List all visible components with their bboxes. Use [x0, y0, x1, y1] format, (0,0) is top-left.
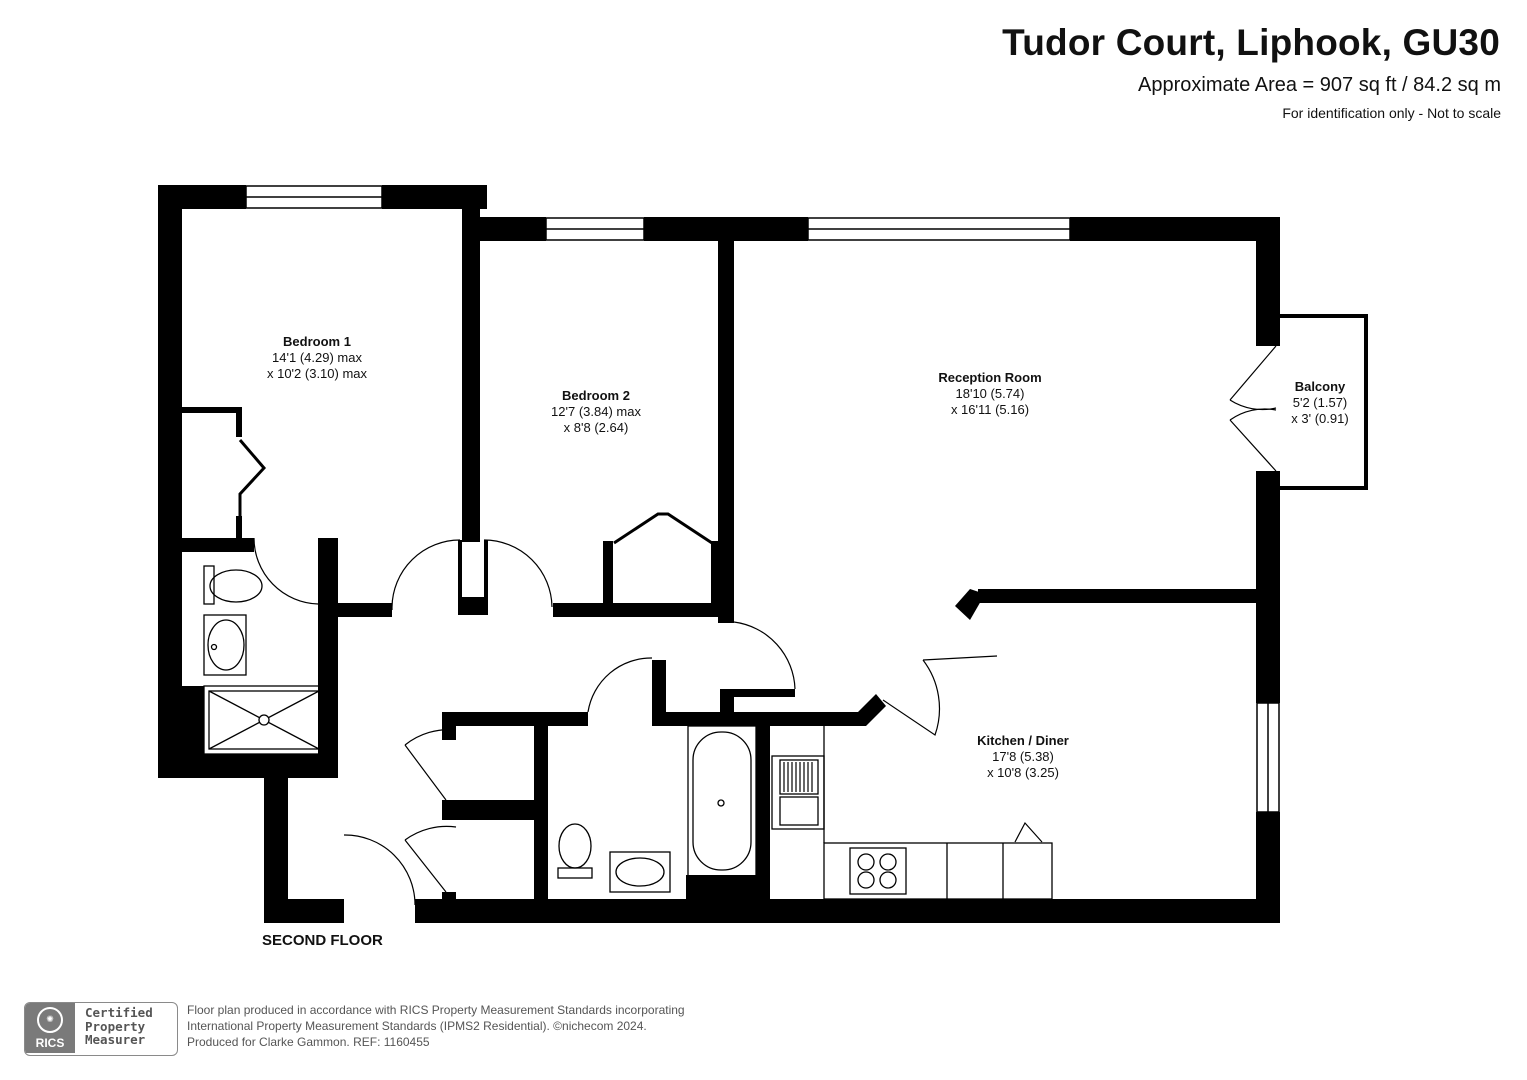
wall — [442, 712, 588, 726]
wall — [718, 217, 734, 623]
footer-line2: International Property Measurement Stand… — [187, 1019, 647, 1033]
wall — [158, 185, 246, 209]
doors — [253, 345, 1277, 906]
wall — [1256, 217, 1280, 346]
fixtures — [203, 565, 1053, 900]
wall — [462, 217, 546, 241]
wall — [415, 899, 1280, 923]
walls — [158, 185, 1280, 923]
kitchen-dim2: x 10'8 (3.25) — [987, 765, 1059, 780]
bedroom1-dim2: x 10'2 (3.10) max — [267, 366, 368, 381]
wall — [603, 541, 613, 607]
basin-icon — [609, 851, 671, 893]
badge-line1: Certified — [85, 1005, 153, 1020]
toilet-icon — [558, 823, 592, 869]
bedroom2-name: Bedroom 2 — [562, 388, 630, 403]
wall — [462, 185, 480, 542]
footer-line1: Floor plan produced in accordance with R… — [187, 1003, 685, 1017]
footer-line3: Produced for Clarke Gammon. REF: 1160455 — [187, 1035, 430, 1049]
scale-note: For identification only - Not to scale — [1282, 105, 1501, 121]
drainer-lines — [783, 762, 813, 792]
reception-dim1: 18'10 (5.74) — [956, 386, 1025, 401]
wall — [318, 538, 338, 778]
wall — [442, 892, 456, 923]
balcony-dim2: x 3' (0.91) — [1291, 411, 1348, 426]
wall — [158, 754, 338, 778]
rics-logo-text: RICS — [35, 1035, 65, 1050]
badge-line2: Property — [85, 1018, 146, 1034]
wall — [182, 407, 242, 413]
wall — [442, 712, 456, 740]
badge-line3: Measurer — [85, 1032, 146, 1047]
basin-icon — [203, 614, 247, 676]
footer-text: Floor plan produced in accordance with R… — [187, 1002, 685, 1050]
wall — [264, 770, 288, 923]
wall — [652, 712, 860, 726]
bedroom2-dim1: 12'7 (3.84) max — [551, 404, 641, 419]
wall — [858, 694, 886, 726]
hob-icon — [849, 847, 907, 895]
rics-emblem-icon: ✺ — [37, 1006, 63, 1033]
reception-name: Reception Room — [938, 370, 1041, 385]
bedroom1-dim1: 14'1 (4.29) max — [272, 350, 362, 365]
room-labels: Bedroom 1 14'1 (4.29) max x 10'2 (3.10) … — [267, 334, 1349, 780]
bedroom2-dim2: x 8'8 (2.64) — [564, 420, 629, 435]
wall — [182, 538, 254, 552]
rics-certified-badge: ✺ RICS Certified Property Measurer — [24, 1002, 178, 1056]
balcony-dim1: 5'2 (1.57) — [1293, 395, 1348, 410]
door-stubs — [458, 540, 488, 615]
wall — [756, 726, 770, 923]
wall — [720, 689, 795, 697]
wall — [338, 603, 392, 617]
bath-icon — [687, 725, 757, 877]
wall — [236, 516, 242, 538]
wall — [1070, 217, 1280, 241]
bedroom1-name: Bedroom 1 — [283, 334, 351, 349]
balcony-name: Balcony — [1295, 379, 1346, 394]
wall — [158, 185, 182, 778]
balcony — [1280, 314, 1368, 490]
windows — [245, 185, 1280, 813]
wall — [182, 686, 204, 756]
wall — [955, 589, 985, 620]
wall — [462, 597, 484, 615]
kitchen-dim1: 17'8 (5.38) — [992, 749, 1054, 764]
wall — [978, 589, 1280, 603]
toilet-icon — [203, 565, 215, 605]
wardrobe-doors — [238, 439, 713, 545]
wall — [711, 541, 721, 607]
wall — [720, 689, 734, 726]
wall — [442, 800, 548, 820]
wall — [652, 660, 666, 726]
rics-logo: ✺ RICS — [25, 1003, 75, 1053]
wall — [553, 603, 734, 617]
counter — [823, 842, 1053, 900]
badge-text: Certified Property Measurer — [75, 1003, 153, 1055]
floor-label: SECOND FLOOR — [262, 932, 383, 949]
kitchen-name: Kitchen / Diner — [977, 733, 1069, 748]
wall — [1256, 471, 1280, 703]
approximate-area: Approximate Area = 907 sq ft / 84.2 sq m — [1138, 74, 1501, 96]
reception-dim2: x 16'11 (5.16) — [951, 402, 1029, 417]
wall — [236, 407, 242, 437]
shower-tray-icon — [203, 685, 325, 755]
property-title: Tudor Court, Liphook, GU30 — [1002, 22, 1500, 63]
wall — [264, 770, 288, 778]
